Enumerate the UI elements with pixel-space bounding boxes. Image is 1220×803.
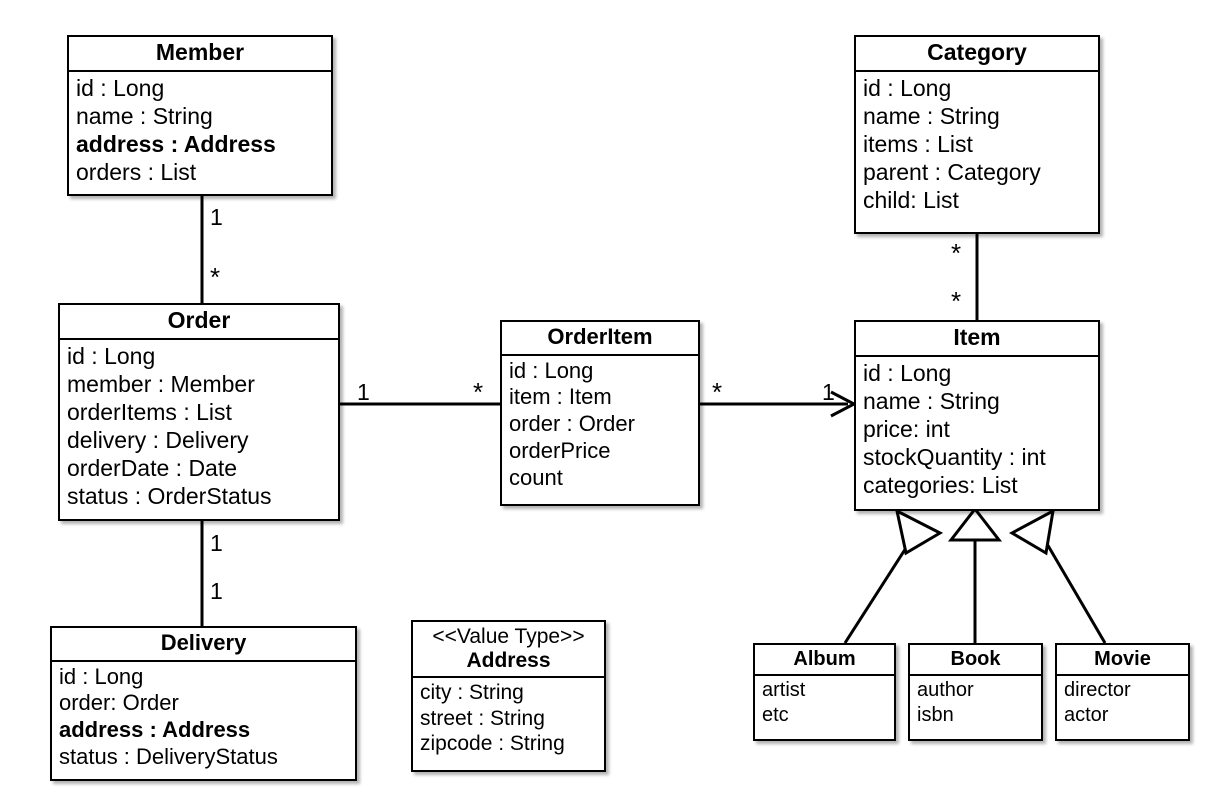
class-attributes-orderitem: id : Long item : Item order : Order orde… <box>502 356 698 495</box>
attribute-row: status : OrderStatus <box>67 482 272 509</box>
attribute-row: isbn <box>917 703 954 726</box>
attribute-row: name : String <box>76 102 213 129</box>
class-attributes-member: id : Long name : String address : Addres… <box>69 72 331 189</box>
class-box-category[interactable]: Category id : Long name : String items :… <box>854 35 1100 234</box>
class-attributes-item: id : Long name : String price: int stock… <box>856 357 1098 502</box>
attribute-row: member : Member <box>67 370 255 397</box>
attribute-row: artist <box>762 679 806 702</box>
inheritance-triangle-book <box>947 506 1003 542</box>
class-box-address[interactable]: <<Value Type>> Address city : String str… <box>411 620 606 772</box>
attribute-row: id : Long <box>509 357 594 383</box>
attribute-row: orderDate : Date <box>67 454 238 481</box>
attribute-row: address : Address <box>76 130 276 157</box>
class-box-orderitem[interactable]: OrderItem id : Long item : Item order : … <box>500 320 700 506</box>
class-box-member[interactable]: Member id : Long name : String address :… <box>67 35 333 196</box>
class-name-item: Item <box>856 322 1098 357</box>
attribute-row: director <box>1064 679 1131 702</box>
multiplicity-member-order-to: * <box>210 262 221 292</box>
attribute-row: name : String <box>863 102 1000 129</box>
class-name-album: Album <box>755 645 894 677</box>
attribute-row: address : Address <box>59 717 251 743</box>
multiplicity-orderitem-item-to: 1 <box>822 379 835 405</box>
class-attributes-address: city : String street : String zipcode : … <box>413 678 604 760</box>
attribute-row: stockQuantity : int <box>863 443 1046 470</box>
attribute-row: etc <box>762 703 789 726</box>
class-box-item[interactable]: Item id : Long name : String price: int … <box>854 320 1100 511</box>
attribute-row: order : Order <box>509 411 635 437</box>
attribute-row: delivery : Delivery <box>67 426 249 453</box>
attribute-row: id : Long <box>863 359 952 386</box>
multiplicity-orderitem-item-from: * <box>712 377 723 407</box>
multiplicity-category-item-from: * <box>951 238 962 268</box>
edge-movie-item <box>1041 536 1107 644</box>
class-name-delivery: Delivery <box>52 628 355 662</box>
class-attributes-movie: director actor <box>1057 676 1188 730</box>
attribute-row: id : Long <box>76 74 165 101</box>
attribute-row: id : Long <box>67 342 156 369</box>
class-attributes-book: author isbn <box>910 676 1041 730</box>
attribute-row: city : String <box>420 681 524 705</box>
inheritance-triangle-album <box>894 508 944 556</box>
attribute-row: zipcode : String <box>420 732 565 756</box>
class-name-member: Member <box>69 37 331 72</box>
class-attributes-order: id : Long member : Member orderItems : L… <box>60 340 338 513</box>
class-box-album[interactable]: Album artist etc <box>753 643 896 741</box>
class-box-book[interactable]: Book author isbn <box>908 643 1043 741</box>
attribute-row: id : Long <box>59 663 144 689</box>
class-name-order: Order <box>60 305 338 340</box>
attribute-row: id : Long <box>863 74 952 101</box>
attribute-row: street : String <box>420 706 545 730</box>
class-box-order[interactable]: Order id : Long member : Member orderIte… <box>58 303 340 521</box>
attribute-row: item : Item <box>509 384 612 410</box>
class-attributes-album: artist etc <box>755 676 894 730</box>
attribute-row: author <box>917 679 974 702</box>
class-name-category: Category <box>856 37 1098 72</box>
class-name-orderitem: OrderItem <box>502 322 698 356</box>
attribute-row: categories: List <box>863 471 1018 498</box>
class-name-book: Book <box>910 645 1041 677</box>
inheritance-triangle-movie <box>1008 508 1055 556</box>
multiplicity-category-item-to: * <box>951 286 962 316</box>
attribute-row: orderItems : List <box>67 398 232 425</box>
class-name-movie: Movie <box>1057 645 1188 677</box>
multiplicity-order-delivery-to: 1 <box>210 578 223 604</box>
class-name-address: Address <box>466 648 551 672</box>
class-box-movie[interactable]: Movie director actor <box>1055 643 1190 741</box>
attribute-row: items : List <box>863 130 973 157</box>
attribute-row: count <box>509 464 563 490</box>
class-attributes-category: id : Long name : String items : List par… <box>856 72 1098 217</box>
multiplicity-order-orderitem-from: 1 <box>357 379 370 405</box>
stereotype-label: <<Value Type>> <box>432 625 585 648</box>
class-box-delivery[interactable]: Delivery id : Long order: Order address … <box>50 626 357 781</box>
attribute-row: orders : List <box>76 158 197 185</box>
class-attributes-delivery: id : Long order: Order address : Address… <box>52 662 355 774</box>
attribute-row: actor <box>1064 703 1109 726</box>
multiplicity-order-orderitem-to: * <box>473 377 484 407</box>
attribute-row: price: int <box>863 415 950 442</box>
edge-album-item <box>843 536 915 644</box>
class-header-address: <<Value Type>> Address <box>413 622 604 679</box>
multiplicity-order-delivery-from: 1 <box>210 530 223 556</box>
attribute-row: status : DeliveryStatus <box>59 744 278 770</box>
attribute-row: name : String <box>863 387 1000 414</box>
attribute-row: order: Order <box>59 690 179 716</box>
attribute-row: orderPrice <box>509 438 611 464</box>
multiplicity-member-order-from: 1 <box>210 204 223 230</box>
attribute-row: parent : Category <box>863 158 1041 185</box>
attribute-row: child: List <box>863 186 959 213</box>
